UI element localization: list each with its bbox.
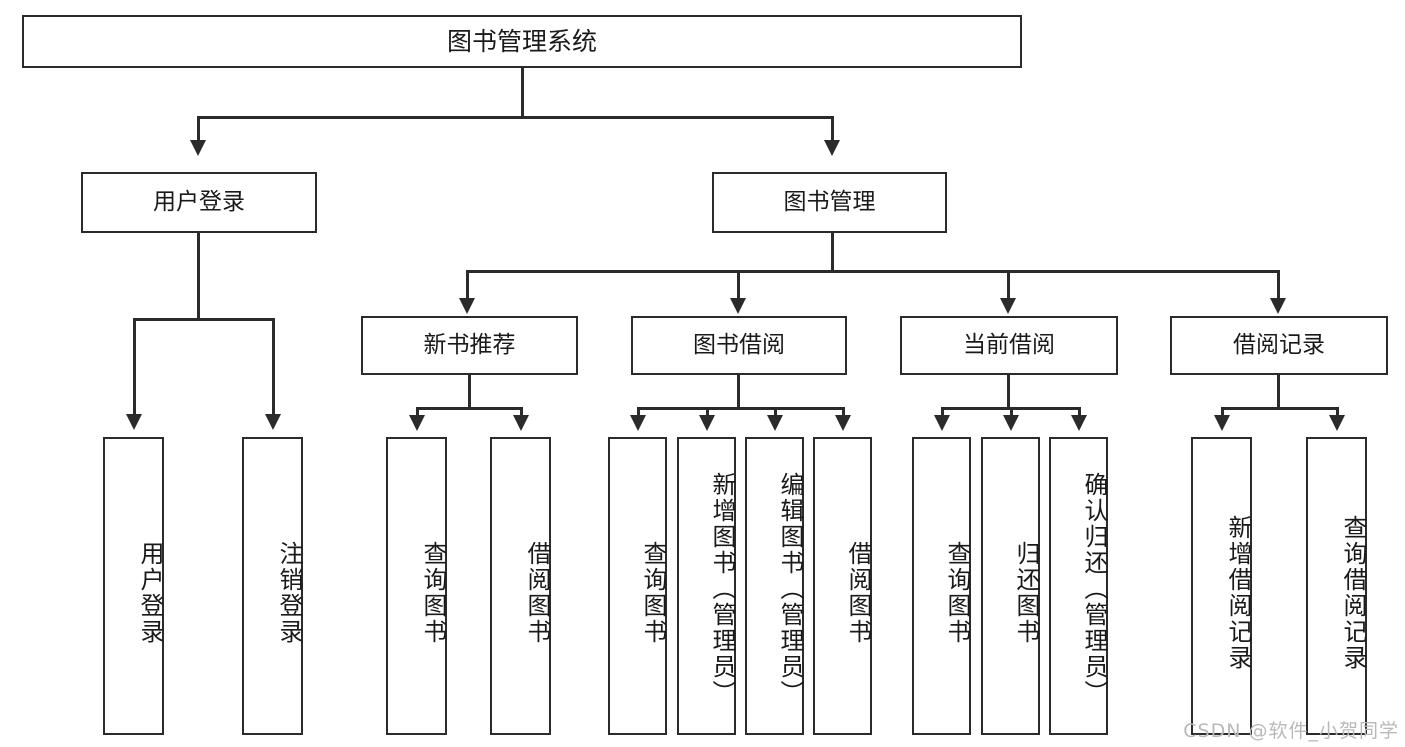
arrow-icon-current-borrow-leaf-3	[1071, 415, 1087, 431]
leaf-logout[interactable]: 注销登录	[242, 437, 303, 735]
node-new-book-recommend[interactable]: 新书推荐	[361, 316, 578, 375]
arrow-icon-to-book-borrow	[730, 298, 746, 314]
leaf-user-login[interactable]: 用户登录	[103, 437, 164, 735]
connector-new-book-drop-1	[416, 407, 419, 421]
arrow-icon-to-current-borrow	[1000, 298, 1016, 314]
leaf-edit-book-admin[interactable]: 编辑图书（管理员）	[745, 437, 804, 735]
node-current-borrow[interactable]: 当前借阅	[900, 316, 1118, 375]
leaf-query-borrow-record[interactable]: 查询借阅记录	[1306, 437, 1367, 735]
connector-user-login-bus	[133, 318, 275, 321]
node-book-manage[interactable]: 图书管理	[712, 172, 947, 233]
connector-book-manage-stem	[831, 233, 834, 272]
leaf-query-book-current[interactable]: 查询图书	[912, 437, 971, 735]
node-root-system[interactable]: 图书管理系统	[22, 15, 1022, 68]
node-book-borrow[interactable]: 图书借阅	[631, 316, 847, 375]
connector-current-borrow-stem	[1007, 375, 1010, 409]
csdn-watermark: CSDN @软件_小贺同学	[1183, 720, 1399, 742]
arrow-icon-to-leaf-user-login	[126, 414, 142, 430]
connector-user-login-stem	[197, 233, 200, 320]
connector-current-borrow-drop-2	[1010, 407, 1013, 421]
connector-book-manage-bus	[466, 270, 1280, 273]
arrow-icon-borrow-record-leaf-1	[1214, 415, 1230, 431]
connector-book-manage-drop-4	[1277, 270, 1280, 304]
arrow-icon-borrow-record-leaf-2	[1329, 415, 1345, 431]
arrow-icon-to-leaf-logout	[265, 414, 281, 430]
connector-book-borrow-drop-3	[774, 407, 777, 421]
leaf-query-book-recommend[interactable]: 查询图书	[386, 437, 447, 735]
connector-book-borrow-drop-1	[637, 407, 640, 421]
connector-root-drop-2	[831, 116, 834, 146]
arrow-icon-new-book-leaf-1	[409, 415, 425, 431]
connector-new-book-drop-2	[520, 407, 523, 421]
arrow-icon-book-borrow-leaf-4	[835, 415, 851, 431]
arrow-icon-root-to-book-manage	[824, 140, 840, 156]
arrow-icon-book-borrow-leaf-3	[767, 415, 783, 431]
connector-book-borrow-stem	[737, 375, 740, 409]
leaf-return-book[interactable]: 归还图书	[981, 437, 1040, 735]
connector-book-borrow-bus	[637, 407, 844, 410]
connector-root-bus	[197, 116, 834, 119]
leaf-query-book-borrow[interactable]: 查询图书	[608, 437, 667, 735]
arrow-icon-book-borrow-leaf-2	[699, 415, 715, 431]
leaf-add-borrow-record[interactable]: 新增借阅记录	[1191, 437, 1252, 735]
connector-current-borrow-drop-1	[941, 407, 944, 421]
connector-user-login-drop-2	[272, 318, 275, 418]
leaf-borrow-book-recommend[interactable]: 借阅图书	[490, 437, 551, 735]
arrow-icon-current-borrow-leaf-1	[934, 415, 950, 431]
leaf-confirm-return-admin[interactable]: 确认归还（管理员）	[1049, 437, 1108, 735]
connector-book-borrow-drop-2	[706, 407, 709, 421]
connector-book-manage-drop-2	[737, 270, 740, 304]
connector-current-borrow-drop-3	[1078, 407, 1081, 421]
arrow-icon-to-borrow-record	[1270, 298, 1286, 314]
connector-borrow-record-stem	[1277, 375, 1280, 409]
node-user-login[interactable]: 用户登录	[81, 172, 317, 233]
connector-book-manage-drop-3	[1007, 270, 1010, 304]
node-borrow-record[interactable]: 借阅记录	[1170, 316, 1388, 375]
connector-new-book-bus	[416, 407, 523, 410]
arrow-icon-book-borrow-leaf-1	[630, 415, 646, 431]
arrow-icon-to-new-book	[459, 298, 475, 314]
connector-book-borrow-drop-4	[842, 407, 845, 421]
connector-root-drop-1	[197, 116, 200, 146]
connector-root-stem	[521, 68, 524, 117]
connector-book-manage-drop-1	[466, 270, 469, 304]
connector-borrow-record-bus	[1221, 407, 1339, 410]
leaf-add-book-admin[interactable]: 新增图书（管理员）	[677, 437, 736, 735]
connector-new-book-stem	[468, 375, 471, 409]
leaf-borrow-book[interactable]: 借阅图书	[813, 437, 872, 735]
connector-borrow-record-drop-1	[1221, 407, 1224, 421]
arrow-icon-root-to-user-login	[190, 140, 206, 156]
arrow-icon-current-borrow-leaf-2	[1003, 415, 1019, 431]
arrow-icon-new-book-leaf-2	[513, 415, 529, 431]
connector-borrow-record-drop-2	[1336, 407, 1339, 421]
connector-user-login-drop-1	[133, 318, 136, 418]
